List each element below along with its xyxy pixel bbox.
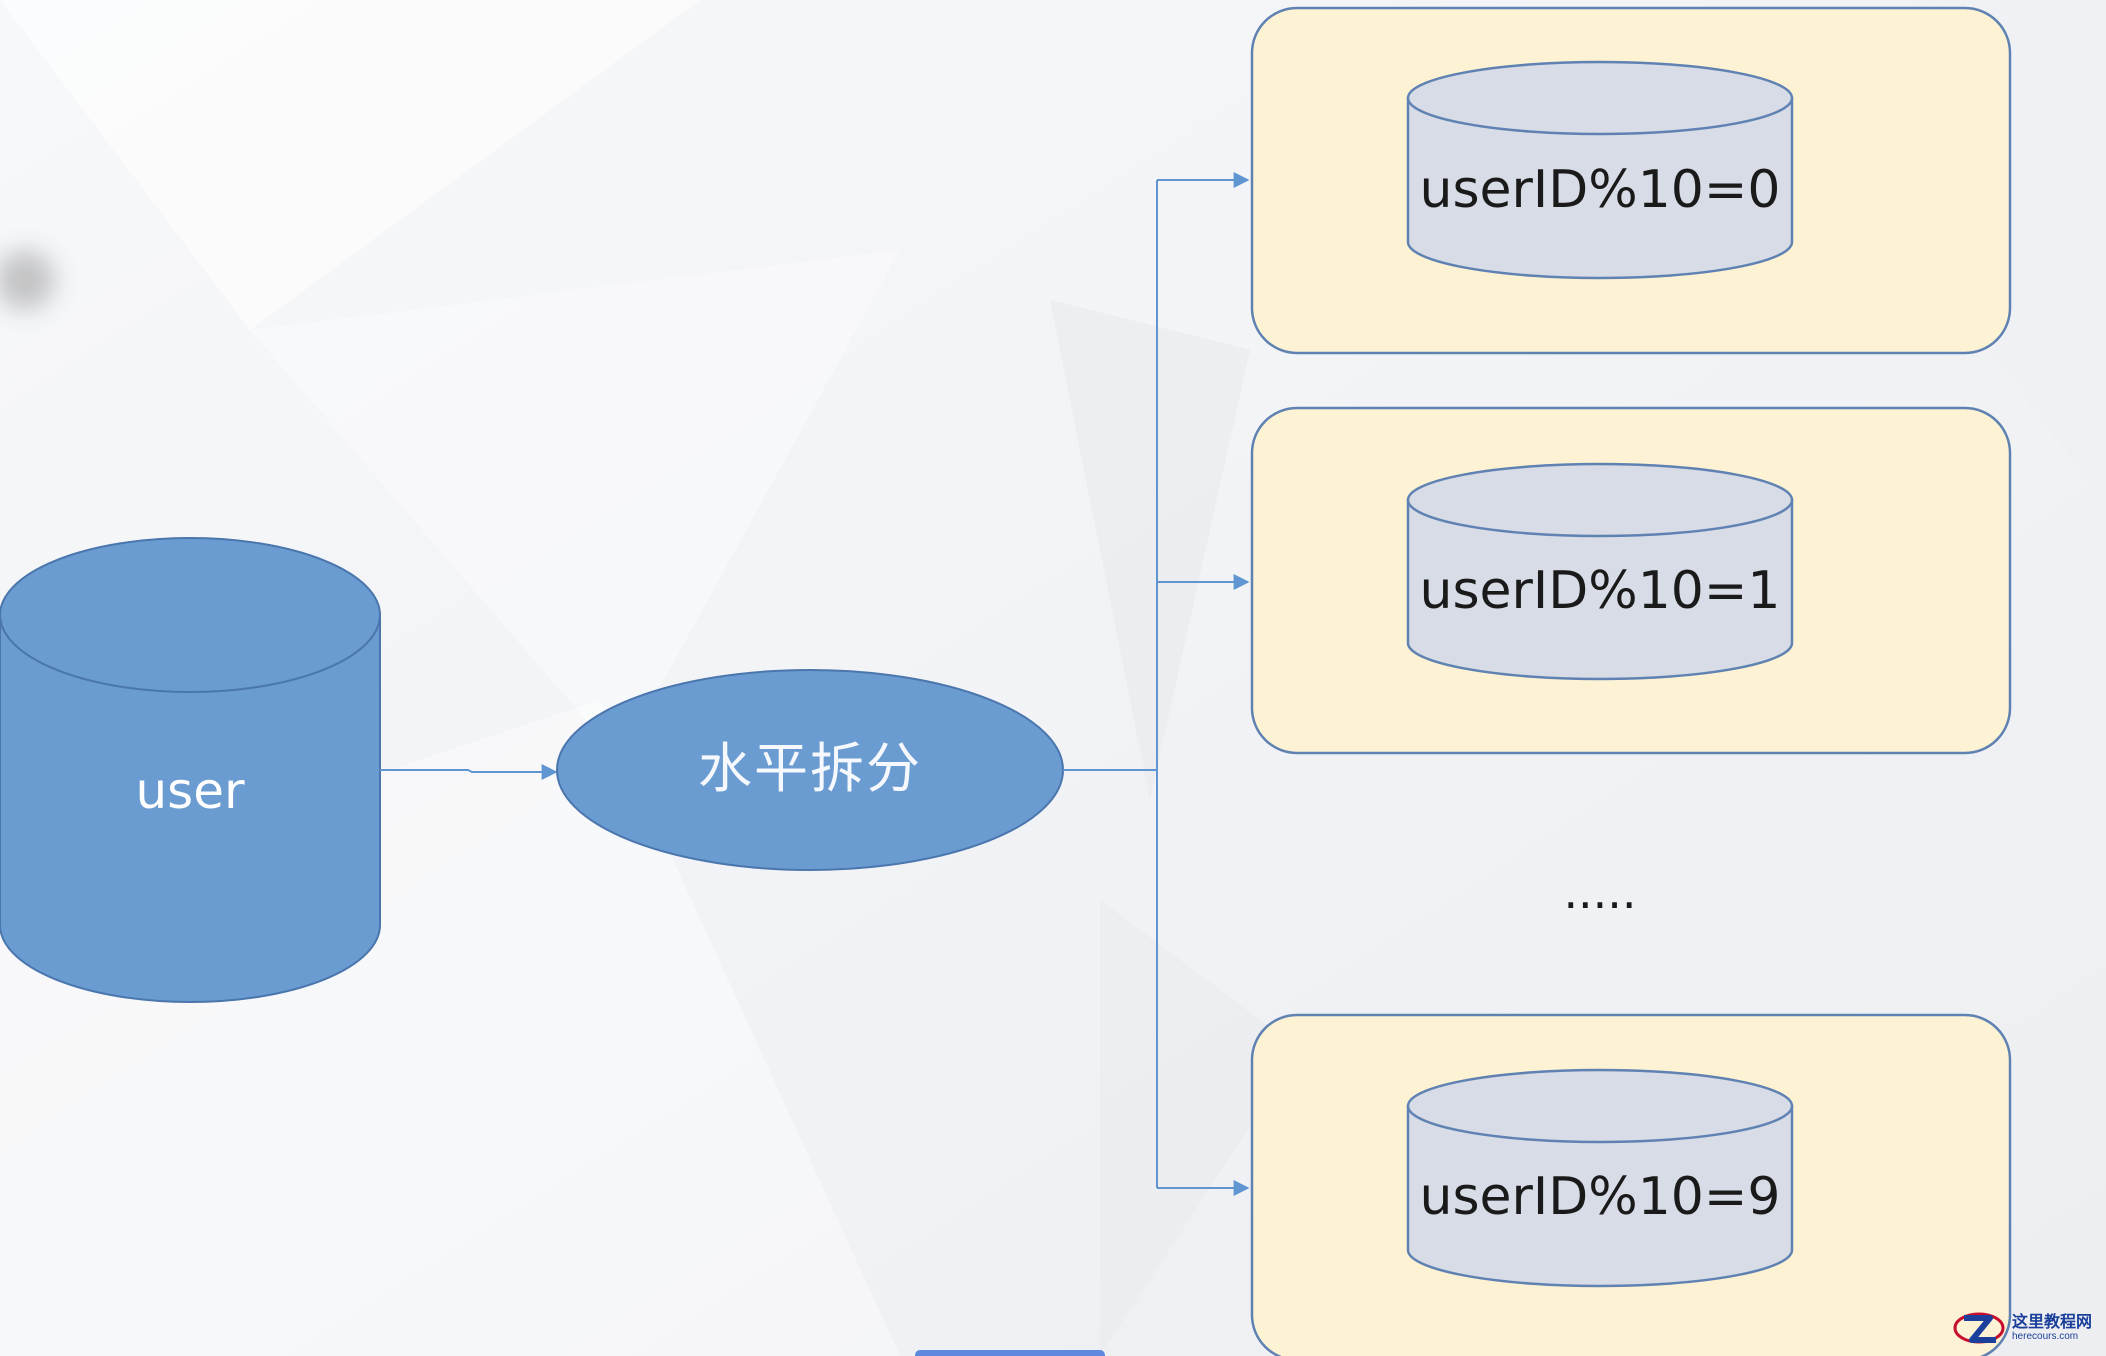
split-label: 水平拆分: [698, 737, 922, 800]
user-database-top: [0, 537, 381, 693]
shard-box-9: userID%10=9: [1250, 1013, 2012, 1356]
user-database: user: [0, 537, 381, 1003]
horizontal-split-node: 水平拆分: [556, 669, 1064, 871]
shard-box-1: userID%10=1: [1250, 406, 2012, 755]
shard-box-0: userID%10=0: [1250, 6, 2012, 355]
shard-label-1: userID%10=1: [1419, 561, 1780, 621]
shard-db-body-9: [1406, 1104, 1794, 1288]
watermark-logo-icon: [1953, 1312, 2005, 1344]
fan-out-connectors: [1063, 172, 1250, 1196]
watermark-cn-text: 这里教程网: [2012, 1312, 2093, 1331]
shard-label-9: userID%10=9: [1419, 1167, 1780, 1227]
shard-db-body-1: [1406, 498, 1794, 681]
watermark-en-text: herecours.com: [2012, 1331, 2079, 1342]
shard-label-0: userID%10=0: [1419, 160, 1780, 220]
shard-db-body-0: [1406, 96, 1794, 280]
shard-db-top-0: [1406, 60, 1794, 136]
user-database-body: [0, 614, 381, 1003]
shard-db-top-9: [1406, 1068, 1794, 1144]
shard-db-top-1: [1406, 462, 1794, 538]
user-database-label: user: [135, 762, 245, 820]
shard-ellipsis: .....: [1563, 865, 1636, 919]
connector-source-to-split: [380, 764, 558, 780]
watermark: 这里教程网 herecours.com: [1952, 1308, 2102, 1348]
